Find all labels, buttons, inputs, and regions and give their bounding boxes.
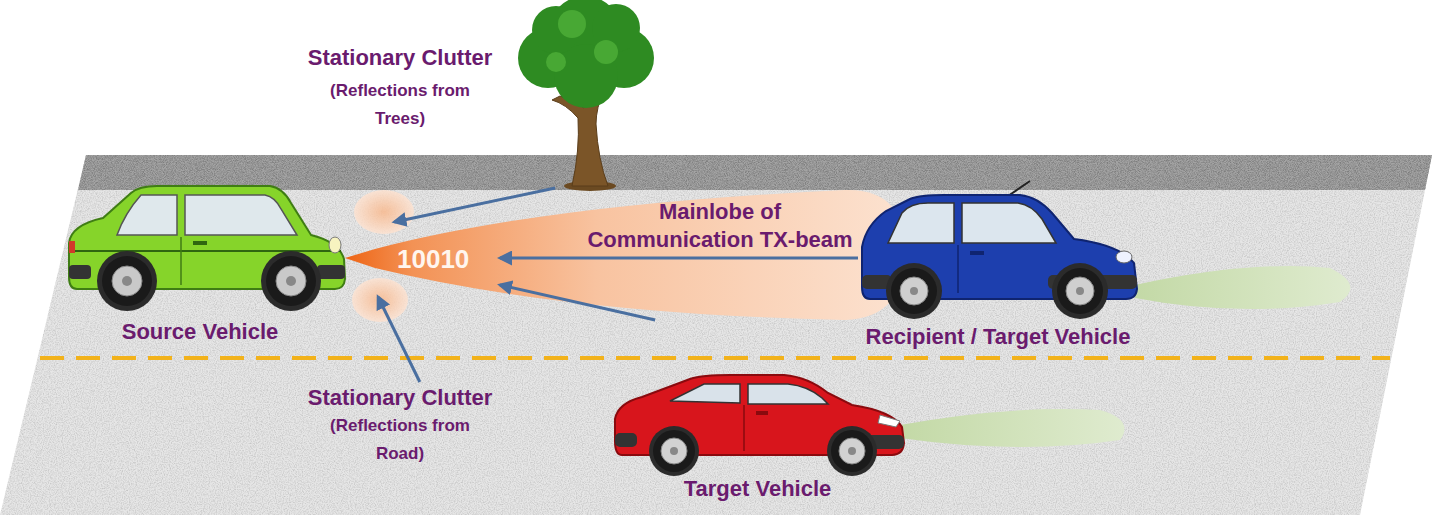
blue-car — [1008, 181, 1030, 196]
blue-car — [900, 277, 928, 305]
red-car — [615, 375, 904, 476]
road — [78, 155, 1432, 190]
blue-car — [1076, 287, 1084, 295]
green-car — [69, 186, 345, 289]
tree — [554, 44, 618, 108]
road — [0, 155, 1432, 515]
tree — [552, 88, 608, 186]
clutter-source: Stationary Clutter(Reflections from Tree… — [530, 0, 650, 188]
green-car — [69, 241, 75, 253]
headlight-beam — [900, 266, 1350, 447]
tree — [546, 52, 566, 72]
tree — [549, 0, 621, 68]
green-car — [180, 237, 182, 285]
tree — [518, 28, 578, 88]
red-car — [661, 438, 687, 464]
vehicle-label: Recipient / Target Vehicle — [798, 323, 1198, 351]
headlight-beam — [1135, 266, 1350, 309]
tx-beam: Mainlobe of Communication TX-beam 10010 — [345, 188, 905, 322]
red-car — [653, 430, 695, 472]
green-car — [69, 186, 345, 311]
green-car — [261, 251, 321, 311]
beam-label: Mainlobe of Communication TX-beam — [575, 198, 865, 254]
green-car — [266, 256, 316, 306]
clutter-reflection-lobe — [352, 278, 408, 322]
road — [0, 155, 1432, 515]
vehicle-label: Source Vehicle — [20, 318, 380, 346]
tree — [532, 6, 580, 54]
blue-car — [862, 181, 1137, 319]
clutter-heading: Stationary Clutter — [280, 44, 520, 72]
green-car — [97, 251, 157, 311]
clutter-heading: Stationary Clutter — [290, 384, 510, 412]
blue-car — [888, 203, 954, 243]
red-car — [756, 411, 768, 415]
tree — [564, 181, 616, 191]
blue-car — [1048, 275, 1137, 289]
headlight-beam — [900, 409, 1125, 447]
reflection-arrow — [394, 188, 555, 222]
red-car — [839, 438, 865, 464]
red-car — [615, 375, 904, 455]
green-car — [71, 250, 341, 252]
reflection-arrow — [500, 257, 858, 260]
reflection-arrow — [378, 297, 420, 382]
blue-car — [970, 251, 984, 255]
blue-car — [962, 203, 1056, 243]
vehicle-node: Target Vehicle — [610, 320, 905, 470]
red-car — [867, 435, 904, 449]
green-car — [317, 265, 345, 279]
tree — [592, 4, 640, 52]
red-car — [848, 447, 856, 455]
blue-car — [862, 195, 1137, 299]
tree — [594, 28, 654, 88]
green-car — [193, 241, 207, 245]
tree — [518, 0, 654, 191]
clutter-note: (Reflections from Road) — [290, 412, 510, 468]
blue-car — [862, 275, 892, 289]
green-car — [276, 266, 306, 296]
green-car — [329, 237, 341, 253]
tree — [558, 10, 586, 38]
red-car — [827, 426, 877, 476]
red-car — [670, 384, 740, 403]
tx-beam-outline — [345, 190, 905, 320]
green-car — [122, 276, 132, 286]
vehicle-label: Target Vehicle — [610, 475, 905, 503]
red-car — [743, 405, 745, 451]
blue-car — [957, 245, 959, 293]
green-car — [185, 195, 297, 235]
road — [78, 155, 1432, 190]
red-car — [615, 433, 637, 447]
bit-sequence: 10010 — [397, 244, 517, 274]
green-car — [117, 195, 177, 235]
red-car — [649, 426, 699, 476]
clutter-source: Stationary Clutter(Reflections from Road… — [290, 382, 510, 466]
blue-car — [891, 268, 937, 314]
red-car — [670, 447, 678, 455]
blue-car — [886, 263, 942, 319]
clutter-note: (Reflections from Trees) — [280, 77, 520, 133]
road — [40, 356, 1390, 360]
green-car — [112, 266, 142, 296]
blue-car — [1057, 268, 1103, 314]
red-car — [878, 415, 900, 427]
red-car — [831, 430, 873, 472]
reflection-arrow — [500, 285, 655, 320]
blue-car — [1066, 277, 1094, 305]
green-car — [102, 256, 152, 306]
red-car — [748, 384, 828, 404]
blue-car — [910, 287, 918, 295]
green-car — [69, 265, 91, 279]
blue-car — [1052, 263, 1108, 319]
green-car — [286, 276, 296, 286]
blue-car — [1116, 251, 1132, 263]
tree — [594, 40, 618, 64]
clutter-reflection-lobe — [354, 190, 414, 234]
road — [0, 155, 1432, 515]
